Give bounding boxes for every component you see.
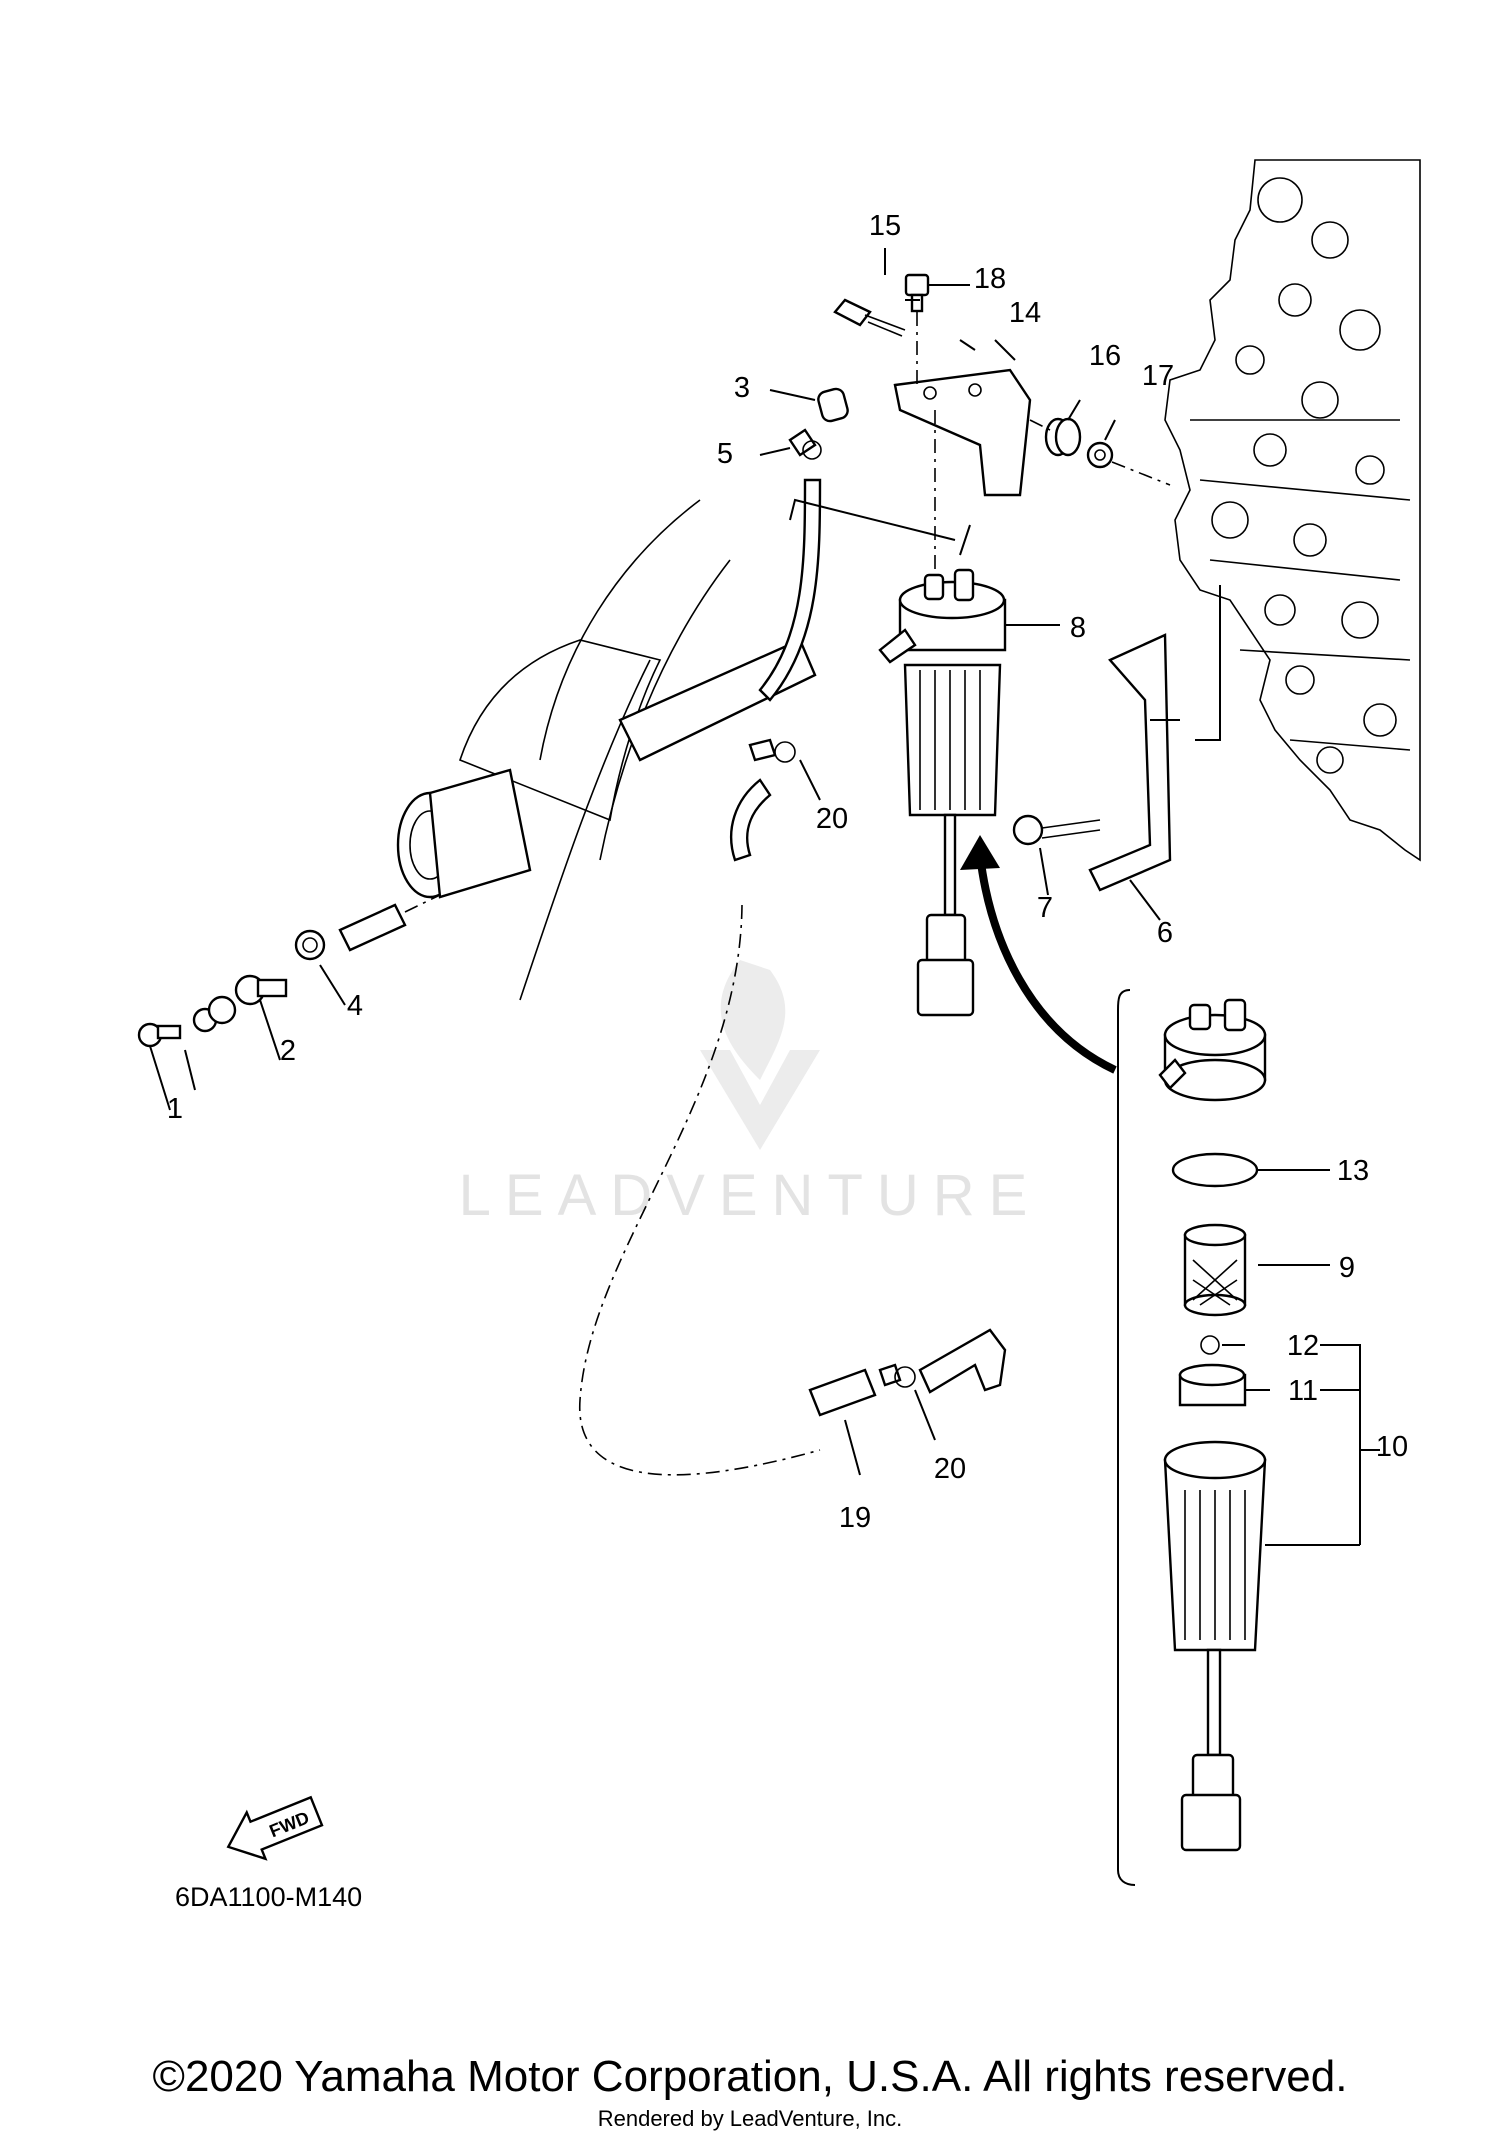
- callout-15: 15: [869, 210, 901, 242]
- callout-9: 9: [1339, 1252, 1355, 1284]
- detail-arrow-head: [960, 835, 1000, 870]
- callout-20-lower: 20: [934, 1453, 966, 1485]
- copyright-notice: ©2020 Yamaha Motor Corporation, U.S.A. A…: [152, 2052, 1348, 2101]
- callout-2: 2: [280, 1035, 296, 1067]
- leader-lines-top: [884, 248, 970, 286]
- watermark-text: LEADVENTURE: [459, 1163, 1042, 1228]
- engine-block: [1164, 159, 1421, 862]
- callout-6: 6: [1157, 917, 1173, 949]
- callout-17: 17: [1142, 360, 1174, 392]
- callout-11: 11: [1288, 1375, 1318, 1407]
- rendered-by: Rendered by LeadVenture, Inc.: [597, 2106, 903, 2131]
- callouts: 1 2 3 4 5 6 7 8 9 10 11 12 13 14 15 16 1…: [167, 210, 1408, 1534]
- watermark: LEADVENTURE: [459, 960, 1042, 1228]
- hose-lower: [578, 738, 1007, 1476]
- watermark-flame-icon: [720, 960, 786, 1080]
- callout-13: 13: [1337, 1155, 1369, 1187]
- detail-bracket: [1117, 989, 1136, 1886]
- housing: [396, 499, 817, 1001]
- detail-parts: [1158, 998, 1380, 1852]
- callout-10: 10: [1376, 1431, 1408, 1463]
- leader-lines: [1005, 624, 1330, 1266]
- fwd-arrow-icon: FWD: [226, 1795, 324, 1861]
- callout-5: 5: [717, 438, 733, 470]
- callout-1: 1: [167, 1093, 183, 1125]
- callout-7: 7: [1037, 892, 1053, 924]
- callout-12: 12: [1287, 1330, 1319, 1362]
- detail-arrow: [976, 854, 1117, 1074]
- callout-20-upper: 20: [816, 803, 848, 835]
- bracket-assembly: [833, 273, 1171, 600]
- callout-14: 14: [1009, 297, 1041, 329]
- diagram-code: 6DA1100-M140: [175, 1882, 362, 1912]
- callout-16: 16: [1089, 340, 1121, 372]
- callout-19: 19: [839, 1502, 871, 1534]
- fittings-left: [137, 894, 441, 1111]
- hose-upper: [758, 387, 971, 702]
- fuel-filter: [878, 568, 1060, 1017]
- cover-plate: [1012, 585, 1221, 921]
- watermark-v-icon: [700, 1050, 820, 1150]
- callout-18: 18: [974, 263, 1006, 295]
- callout-4: 4: [347, 990, 363, 1022]
- callout-3: 3: [734, 372, 750, 404]
- callout-8: 8: [1070, 612, 1086, 644]
